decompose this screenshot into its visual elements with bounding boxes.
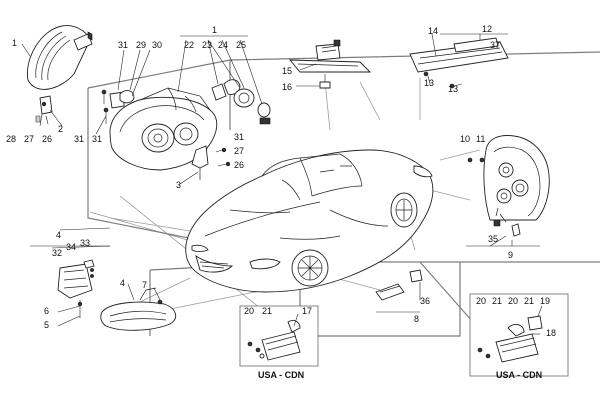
- callout-31-top: 31: [118, 40, 128, 50]
- callout-24: 24: [218, 40, 228, 50]
- callout-19: 19: [540, 296, 550, 306]
- callout-26-right: 26: [234, 160, 244, 170]
- callout-18: 18: [546, 328, 556, 338]
- group-brackets: [30, 33, 540, 247]
- turn-signal-lamp: [51, 245, 111, 318]
- callout-1-left: 1: [12, 38, 17, 48]
- usa-cdn-box-right: [469, 293, 569, 377]
- callout-15: 15: [282, 66, 292, 76]
- callout-16: 16: [282, 82, 292, 92]
- callout-22: 22: [184, 40, 194, 50]
- callout-5: 5: [44, 320, 49, 330]
- callout-34: 34: [66, 242, 76, 252]
- callout-3: 3: [176, 180, 181, 190]
- brake-light: [289, 39, 372, 89]
- callout-21-left: 21: [262, 306, 272, 316]
- callout-21-right-a: 21: [492, 296, 502, 306]
- callout-12: 12: [482, 24, 492, 34]
- plate-lamp-strip: [409, 37, 509, 89]
- callout-23: 23: [202, 40, 212, 50]
- tail-lamp: [467, 135, 550, 237]
- callout-20-right-b: 20: [508, 296, 518, 306]
- usa-cdn-box-left: [239, 305, 319, 367]
- callout-26-left: 26: [42, 134, 52, 144]
- callout-6: 6: [44, 306, 49, 316]
- callout-29: 29: [136, 40, 146, 50]
- car-illustration: [185, 149, 434, 293]
- side-repeater: [100, 287, 177, 331]
- callout-30: 30: [152, 40, 162, 50]
- leader-lines: [21, 33, 543, 335]
- callout-11: 11: [476, 134, 485, 144]
- market-caption-left: USA - CDN: [258, 370, 304, 380]
- callout-13-right: 13: [448, 84, 458, 94]
- reflector: [375, 269, 423, 313]
- callout-20-right-a: 20: [476, 296, 486, 306]
- callout-20-left: 20: [244, 306, 254, 316]
- callout-31-left-a: 31: [74, 134, 84, 144]
- headlamp-assembly: [101, 79, 271, 180]
- callout-27-left: 27: [24, 134, 34, 144]
- callout-2: 2: [58, 124, 63, 134]
- callout-28: 28: [6, 134, 16, 144]
- callout-21-right-b: 21: [524, 296, 534, 306]
- callout-17: 17: [302, 306, 312, 316]
- callout-25: 25: [236, 40, 246, 50]
- callout-4-lower: 4: [120, 278, 125, 288]
- callout-36: 36: [420, 296, 430, 306]
- callout-35: 35: [488, 234, 498, 244]
- callout-labels: 1 1 2 3 4 4 5 6 7 8 9 10 11 12 13 13 14 …: [6, 24, 556, 380]
- callout-31-right: 31: [234, 132, 244, 142]
- callout-4-left: 4: [56, 230, 61, 240]
- callout-10: 10: [460, 134, 470, 144]
- callout-33: 33: [80, 238, 90, 248]
- callout-7: 7: [142, 280, 147, 290]
- callout-31-left-b: 31: [92, 134, 102, 144]
- callout-32: 32: [52, 248, 62, 258]
- callout-27-right: 27: [234, 146, 244, 156]
- market-caption-right: USA - CDN: [496, 370, 542, 380]
- side-marker-lamp: [26, 25, 93, 125]
- callout-1-top: 1: [212, 25, 217, 35]
- callout-8: 8: [414, 314, 419, 324]
- callout-14: 14: [428, 26, 438, 36]
- callout-9: 9: [508, 250, 513, 260]
- callout-13-left: 13: [424, 78, 434, 88]
- callout-37: 37: [490, 40, 500, 50]
